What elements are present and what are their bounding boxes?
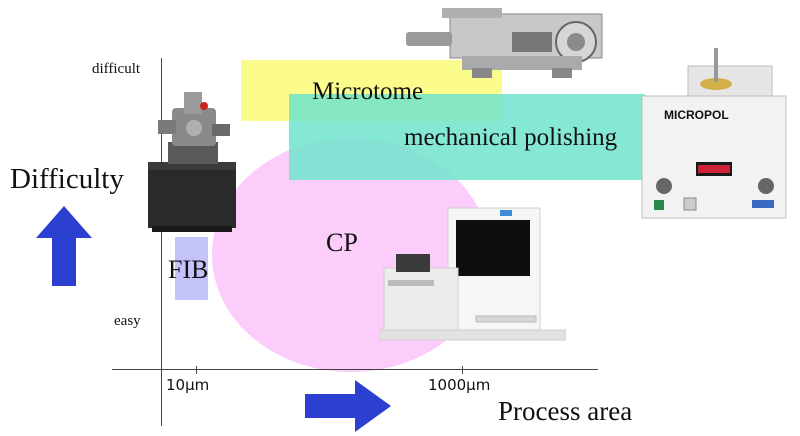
y-axis-top-label: difficult bbox=[92, 61, 141, 77]
x-tick-10um bbox=[196, 366, 197, 374]
mechanical-polishing-label: mechanical polishing bbox=[404, 124, 618, 151]
x-tick-label-10um: 10μm bbox=[166, 376, 210, 394]
microtome-instrument-image bbox=[406, 8, 603, 78]
y-axis-title: Difficulty bbox=[10, 163, 124, 195]
microtome-label: Microtome bbox=[312, 78, 424, 105]
mechanical-polishing-region bbox=[289, 94, 645, 180]
fib-region bbox=[175, 237, 208, 300]
x-axis-title: Process area bbox=[498, 396, 633, 426]
fib-label: FIB bbox=[168, 255, 209, 284]
difficulty-arrow-icon bbox=[36, 206, 92, 286]
cp-label: CP bbox=[326, 228, 358, 257]
x-tick-1000um bbox=[462, 366, 463, 374]
x-axis-line bbox=[112, 369, 598, 370]
micropol-brand-text: MICROPOL bbox=[664, 108, 729, 122]
process-area-arrow-icon bbox=[305, 380, 391, 432]
y-axis-bottom-label: easy bbox=[114, 313, 141, 329]
x-tick-label-1000um: 1000μm bbox=[428, 376, 491, 394]
micropol-instrument-image bbox=[641, 48, 787, 219]
y-axis-line bbox=[161, 58, 162, 426]
fib-instrument-image bbox=[148, 92, 236, 232]
cp-instrument-image bbox=[380, 207, 566, 341]
